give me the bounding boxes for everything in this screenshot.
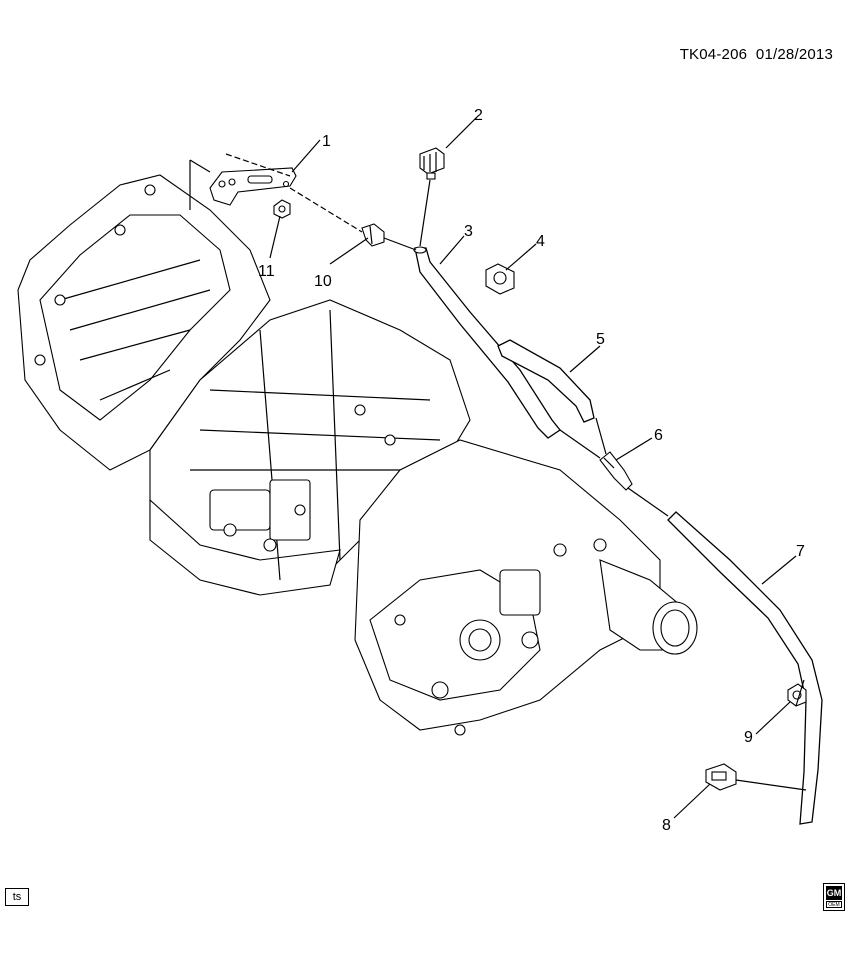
callout-1: 1: [322, 133, 331, 150]
leader-lines: [189, 117, 807, 819]
diagram-date: 01/28/2013: [755, 46, 833, 63]
gm-logo-text: GM: [826, 886, 842, 900]
part-8-retainer: [705, 763, 737, 791]
callout-labels: 1 2 3 4 5 6 7 8 9 10 11: [258, 107, 805, 834]
callout-9: 9: [744, 729, 753, 746]
part-7-vent-hose: [667, 511, 823, 825]
part-6-connector: [599, 451, 633, 491]
part-10-clip: [361, 223, 385, 247]
part-1-bracket: [209, 167, 297, 206]
ts-label-box: ts: [5, 888, 29, 906]
diagram-header: TK04-206 01/28/2013: [680, 46, 833, 63]
part-2-vent-cap: [419, 147, 445, 180]
callout-5: 5: [596, 331, 605, 348]
diagram-code: TK04-206: [679, 46, 748, 63]
gm-logo-sub: OEM: [826, 901, 842, 908]
part-4-hose-clip: [485, 263, 515, 295]
part-11-nut: [273, 199, 291, 219]
callout-6: 6: [654, 427, 663, 444]
callout-4: 4: [536, 233, 545, 250]
callout-11: 11: [258, 263, 275, 280]
callout-2: 2: [474, 107, 483, 124]
callout-7: 7: [796, 543, 805, 560]
callout-10: 10: [314, 273, 332, 290]
transmission-assembly: [17, 174, 698, 736]
gm-logo: GM OEM: [823, 883, 845, 911]
callout-8: 8: [662, 817, 671, 834]
callout-3: 3: [464, 223, 473, 240]
part-5-vent-hose: [497, 339, 595, 423]
